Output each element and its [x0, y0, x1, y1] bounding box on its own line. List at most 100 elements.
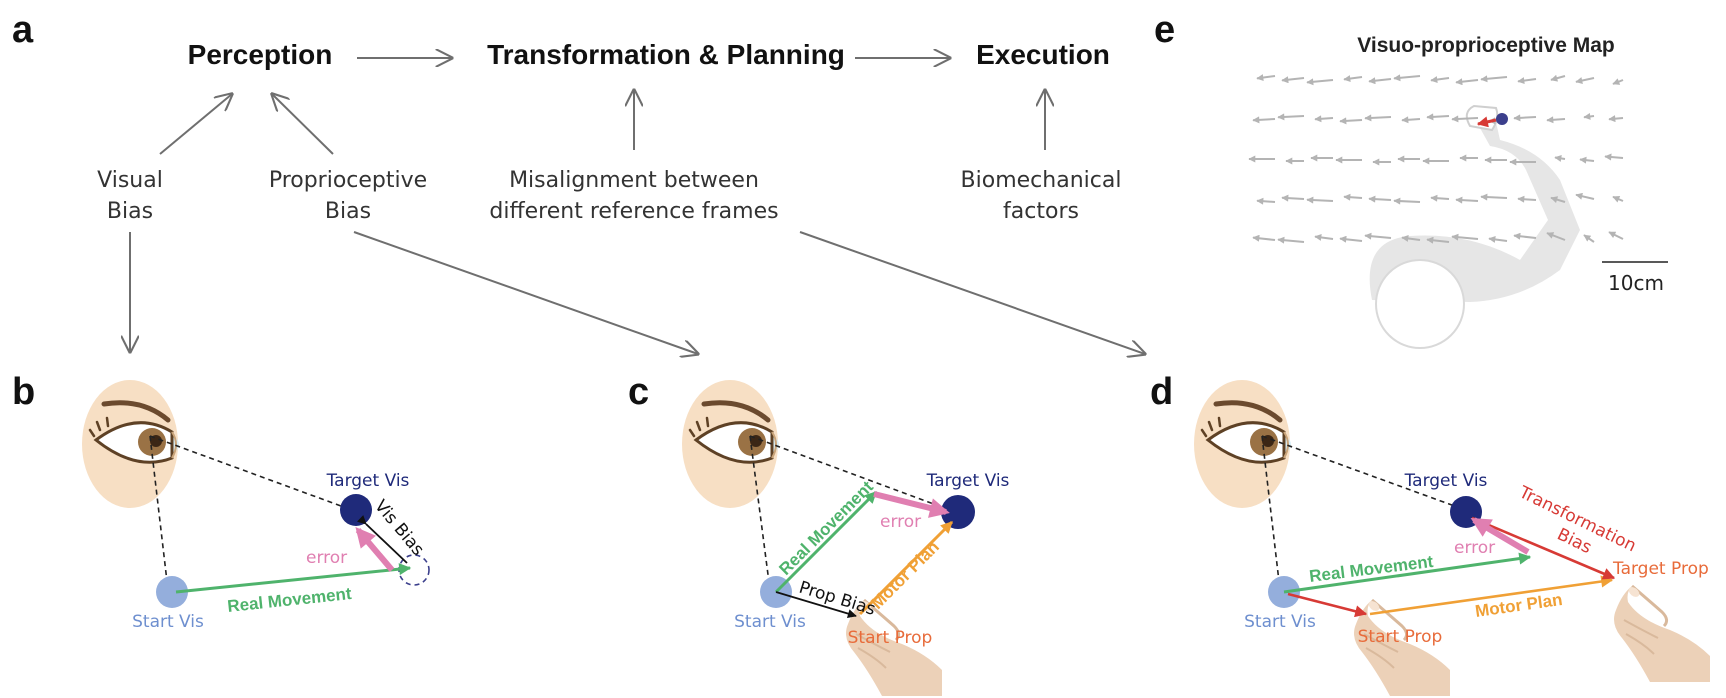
vector-field-arrow	[1256, 197, 1276, 205]
sightline-to-start-d	[1261, 435, 1284, 591]
eye-icon-d	[1194, 380, 1291, 508]
vector-field-arrow	[1430, 194, 1450, 202]
map-position-dot	[1496, 113, 1508, 125]
label-start-vis-d: Start Vis	[1244, 612, 1316, 632]
vector-field-arrow	[1550, 196, 1566, 203]
factor-biomechanical-line1: Biomechanical	[961, 168, 1122, 193]
panel-letter-b: b	[12, 371, 35, 413]
map-current-point	[1476, 113, 1508, 128]
vector-field-arrow	[1554, 154, 1566, 162]
sightline-to-start-c	[749, 435, 774, 591]
motor-plan-arrow-c	[858, 520, 954, 616]
real-movement-arrow	[175, 563, 412, 594]
factor-prop-bias-line1: Proprioceptive	[269, 168, 427, 193]
vector-field-arrow	[1579, 156, 1595, 164]
vector-field-arrow	[1612, 195, 1624, 203]
label-error-c: error	[880, 512, 921, 532]
vector-field-arrow	[1455, 78, 1479, 86]
stage-perception: Perception	[188, 39, 333, 70]
stage-execution: Execution	[976, 39, 1110, 70]
label-real-movement-c: Real Movement	[775, 477, 877, 579]
label-prop-bias: Prop Bias	[797, 578, 878, 620]
label-real-movement: Real Movement	[226, 584, 352, 616]
vector-field-arrow	[1488, 235, 1508, 243]
vector-field-arrow	[1604, 153, 1624, 161]
vector-field-arrow	[1343, 75, 1363, 83]
prop-bias-arrow	[775, 591, 857, 618]
body-silhouette	[1369, 104, 1580, 349]
vector-field-arrow	[1608, 231, 1624, 240]
vector-field-arrow	[1513, 232, 1537, 240]
vector-field-arrow	[1517, 195, 1537, 203]
vector-field-arrow	[1455, 196, 1479, 204]
vector-field-arrow	[1368, 195, 1392, 203]
factor-visual-bias-line1: Visual	[97, 168, 163, 193]
panel-letter-d: d	[1150, 371, 1173, 413]
sightline-to-target-d	[1261, 435, 1461, 509]
start-vis-dot	[156, 576, 188, 608]
panel-letter-e: e	[1154, 9, 1175, 51]
scale-bar: 10cm	[1602, 261, 1668, 295]
factor-biomechanical: Biomechanical factors	[961, 168, 1122, 224]
vector-field-arrow	[1393, 74, 1421, 82]
label-start-vis-c: Start Vis	[734, 612, 806, 632]
hand-icon-start-prop-d	[1352, 597, 1452, 698]
panel-b-diagram: Target Vis Vis Bias error Real Movement …	[132, 435, 430, 632]
vector-field-arrow	[1364, 232, 1392, 240]
vector-field-arrow	[1343, 193, 1363, 201]
error-arrow-d	[1470, 517, 1530, 555]
vector-field-arrow	[1252, 116, 1276, 124]
vector-field-arrow	[1393, 197, 1421, 205]
target-vis-dot-c	[941, 495, 975, 529]
map-title: Visuo-proprioceptive Map	[1357, 34, 1615, 57]
sightline-to-start	[149, 435, 172, 591]
target-vis-dot	[340, 494, 372, 526]
vector-field-arrow	[1550, 74, 1566, 82]
factor-visual-bias: Visual Bias	[97, 168, 163, 224]
vector-field-arrow	[1368, 77, 1392, 85]
arrow-misalignment-to-d	[799, 231, 1145, 354]
vector-field-arrow	[1281, 194, 1305, 202]
vector-field-arrow	[1583, 112, 1595, 120]
error-arrow-c	[873, 491, 950, 518]
panel-letter-c: c	[628, 371, 649, 413]
vector-field-arrow	[1306, 78, 1334, 86]
label-start-prop-d: Start Prop	[1358, 627, 1443, 647]
stage-transformation-planning: Transformation & Planning	[487, 39, 845, 70]
real-movement-arrow-c	[774, 490, 878, 594]
vector-field-arrow	[1480, 75, 1508, 83]
label-start-vis: Start Vis	[132, 612, 204, 632]
label-target-vis-c: Target Vis	[926, 471, 1010, 491]
panel-c-diagram: Target Vis Real Movement error Prop Bias…	[734, 435, 1010, 648]
vector-field-arrow	[1517, 77, 1537, 85]
vector-field-arrow	[1546, 232, 1566, 241]
vector-field-arrow	[1451, 115, 1479, 123]
factor-prop-bias-line2: Bias	[325, 199, 371, 224]
label-target-prop: Target Prop	[1612, 559, 1709, 579]
label-motor-plan-c: Motor Plan	[867, 537, 943, 613]
label-error: error	[306, 548, 347, 568]
vector-field-arrow	[1480, 193, 1508, 201]
label-target-vis-d: Target Vis	[1404, 471, 1488, 491]
arrow-prop-bias-to-c	[353, 231, 698, 354]
vector-field-arrow	[1401, 116, 1421, 124]
factor-proprioceptive-bias: Proprioceptive Bias	[269, 168, 427, 224]
factor-visual-bias-line2: Bias	[107, 199, 153, 224]
eye-icon	[82, 380, 179, 508]
vector-field-arrow	[1513, 114, 1537, 122]
vector-field-arrow	[1401, 234, 1421, 242]
vector-field-arrow	[1612, 78, 1624, 85]
vector-field-arrow	[1339, 235, 1363, 243]
factor-misalignment-line2: different reference frames	[489, 199, 778, 224]
panel-letter-a: a	[12, 9, 34, 51]
factor-biomechanical-line2: factors	[1003, 199, 1079, 224]
factor-misalignment-line1: Misalignment between	[509, 168, 759, 193]
label-start-prop-c: Start Prop	[848, 628, 933, 648]
vector-field-arrow	[1252, 234, 1276, 242]
transformation-bias-arrow	[1471, 516, 1616, 580]
arrow-prop-bias-to-perception	[272, 94, 334, 155]
vector-field-arrow	[1314, 233, 1334, 241]
vector-field-arrow	[1426, 113, 1450, 121]
label-target-vis: Target Vis	[326, 471, 410, 491]
